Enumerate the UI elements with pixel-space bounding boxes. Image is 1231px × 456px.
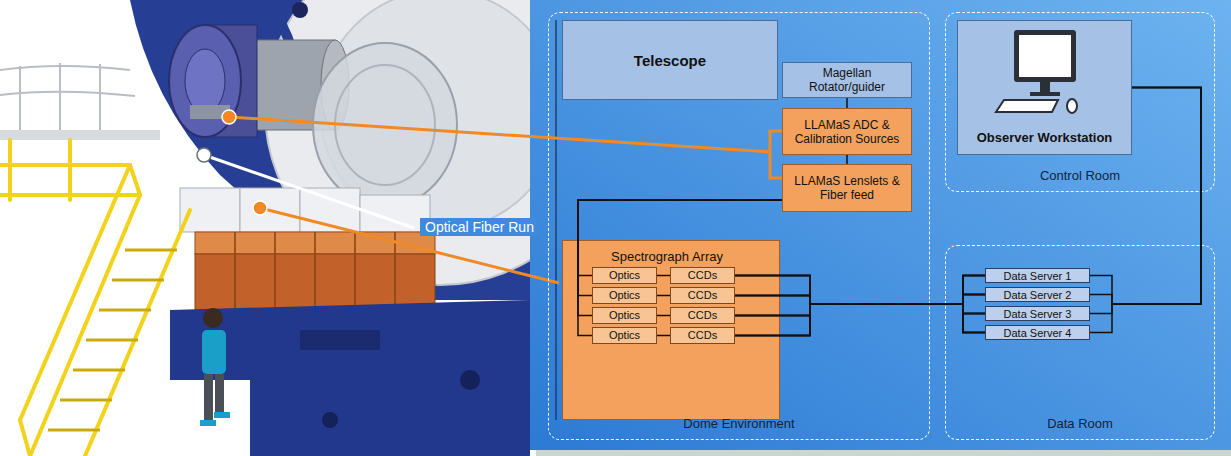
component-box: CCDs xyxy=(670,267,735,284)
box-label: Data Server 1 xyxy=(1004,270,1072,282)
workstation-box: Observer Workstation xyxy=(957,20,1132,155)
region-outline: Data Room Data Server 1 Data Server 2 Data … xyxy=(945,245,1215,440)
connector xyxy=(735,276,985,305)
box-title: Spectrograph Array xyxy=(611,249,723,264)
box-label: Magellan Rotator/guider xyxy=(787,66,907,94)
connector xyxy=(1090,88,1201,314)
connector xyxy=(657,295,670,297)
region-outline: Dome Environment TelescopeMagellan Rotato… xyxy=(548,12,930,440)
connector xyxy=(735,276,985,314)
callout-label: Optical Fiber Run xyxy=(420,218,539,236)
box-label: CCDs xyxy=(688,329,717,342)
component-box: CCDs xyxy=(670,307,735,324)
region-label: Control Room xyxy=(1040,168,1120,183)
connector xyxy=(578,200,782,276)
connector xyxy=(657,335,670,337)
component-box: Optics xyxy=(592,287,657,304)
subsystem-box: LLAMaS ADC & Calibration Sources xyxy=(782,108,912,155)
box-label: Optics xyxy=(609,269,640,282)
connector xyxy=(735,304,985,336)
connector xyxy=(578,200,782,316)
region-label: Data Room xyxy=(1047,416,1113,431)
region-outline: Control Room Observer Workstation xyxy=(945,12,1215,192)
connector xyxy=(657,315,670,317)
box-label: LLAMaS ADC & Calibration Sources xyxy=(787,118,907,146)
connector xyxy=(1090,88,1201,333)
connector xyxy=(846,98,848,108)
connector xyxy=(1090,88,1201,305)
connector xyxy=(735,304,985,316)
connector xyxy=(846,155,848,164)
server-box: Data Server 3 xyxy=(985,306,1090,321)
box-label: Optics xyxy=(609,309,640,322)
component-box: Optics xyxy=(592,307,657,324)
subsystem-box: Magellan Rotator/guider xyxy=(782,62,912,98)
box-label: CCDs xyxy=(688,309,717,322)
server-box: Data Server 2 xyxy=(985,287,1090,302)
box-label: Data Server 3 xyxy=(1004,308,1072,320)
component-box: CCDs xyxy=(670,327,735,344)
connector xyxy=(578,200,782,296)
component-box: CCDs xyxy=(670,287,735,304)
box-label: LLAMaS Lenslets & Fiber feed xyxy=(787,174,907,202)
box-label: Optics xyxy=(609,329,640,342)
connector xyxy=(735,295,985,336)
connector xyxy=(657,275,670,277)
connector xyxy=(1090,88,1201,305)
box-label: Data Server 4 xyxy=(1004,327,1072,339)
component-box: Optics xyxy=(592,267,657,284)
connector xyxy=(735,304,985,333)
box-label: CCDs xyxy=(688,289,717,302)
box-label: Observer Workstation xyxy=(977,130,1113,145)
spectrograph-box: Spectrograph ArrayOpticsCCDsOpticsCCDsOp… xyxy=(562,240,780,420)
telescope-box: Telescope xyxy=(562,20,778,100)
component-box: Optics xyxy=(592,327,657,344)
connector xyxy=(735,296,985,333)
box-label: Data Server 2 xyxy=(1004,289,1072,301)
subsystem-box: LLAMaS Lenslets & Fiber feed xyxy=(782,164,912,212)
connector xyxy=(735,304,985,336)
server-box: Data Server 1 xyxy=(985,268,1090,283)
connector xyxy=(735,276,985,336)
region-label: Dome Environment xyxy=(683,416,794,431)
box-label: CCDs xyxy=(688,269,717,282)
connector xyxy=(735,276,985,316)
server-box: Data Server 4 xyxy=(985,325,1090,340)
connector xyxy=(735,276,985,305)
box-label: Optics xyxy=(609,289,640,302)
connector xyxy=(735,276,985,305)
connector xyxy=(735,295,985,316)
box-label: Telescope xyxy=(634,52,706,69)
